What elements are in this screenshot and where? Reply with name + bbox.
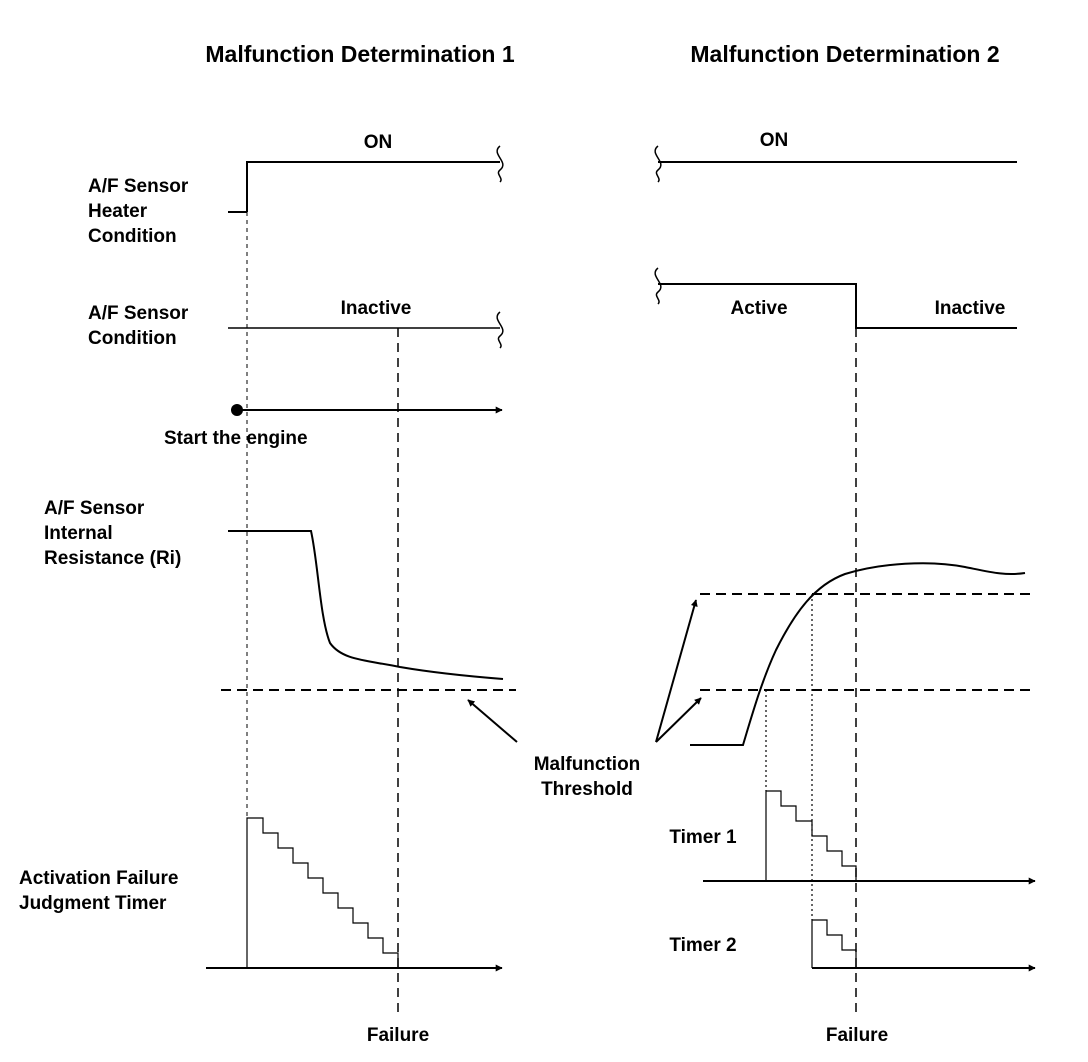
title-malfunction-1: Malfunction Determination 1 [205, 41, 514, 67]
label-threshold-2: Threshold [541, 779, 633, 800]
label-threshold-1: Malfunction [534, 754, 641, 775]
right-timer2-staircase [811, 919, 857, 968]
left-failure-label: Failure [367, 1025, 429, 1046]
left-timer-staircase [246, 817, 399, 968]
label-timer-2: Judgment Timer [19, 893, 167, 914]
left-heater-on: ON [364, 132, 393, 153]
left-threshold-pointer [467, 699, 518, 743]
label-sensor-2: Condition [88, 328, 177, 349]
right-ri-curve [690, 562, 1026, 746]
title-malfunction-2: Malfunction Determination 2 [690, 41, 999, 67]
right-timer1-label: Timer 1 [669, 827, 737, 848]
right-sensor-active: Active [730, 298, 787, 319]
left-heater-signal [228, 161, 500, 213]
left-panel [206, 145, 518, 1012]
left-sensor-break [496, 311, 504, 349]
label-ri-3: Resistance (Ri) [44, 548, 181, 569]
right-heater-on: ON [760, 130, 789, 151]
right-timer2-label: Timer 2 [669, 935, 736, 956]
label-heater-2: Heater [88, 201, 148, 222]
right-timer1-staircase [765, 790, 857, 881]
right-failure-label: Failure [826, 1025, 888, 1046]
engine-start-dot [231, 404, 243, 416]
label-heater-3: Condition [88, 226, 177, 247]
right-threshold-pointer-upper [655, 599, 698, 743]
right-sensor-break [654, 267, 662, 305]
right-panel [654, 145, 1036, 1012]
label-start-engine: Start the engine [164, 428, 308, 449]
right-threshold-pointer-lower [655, 697, 702, 743]
left-sensor-inactive: Inactive [341, 298, 412, 319]
label-timer-1: Activation Failure [19, 868, 178, 889]
left-heater-break [496, 145, 504, 183]
left-ri-curve [228, 530, 504, 680]
right-heater-break [654, 145, 662, 183]
right-sensor-signal [658, 283, 1017, 329]
label-heater-1: A/F Sensor [88, 176, 189, 197]
label-ri-2: Internal [44, 523, 113, 544]
right-sensor-inactive: Inactive [935, 298, 1006, 319]
label-sensor-1: A/F Sensor [88, 303, 189, 324]
label-ri-1: A/F Sensor [44, 498, 145, 519]
